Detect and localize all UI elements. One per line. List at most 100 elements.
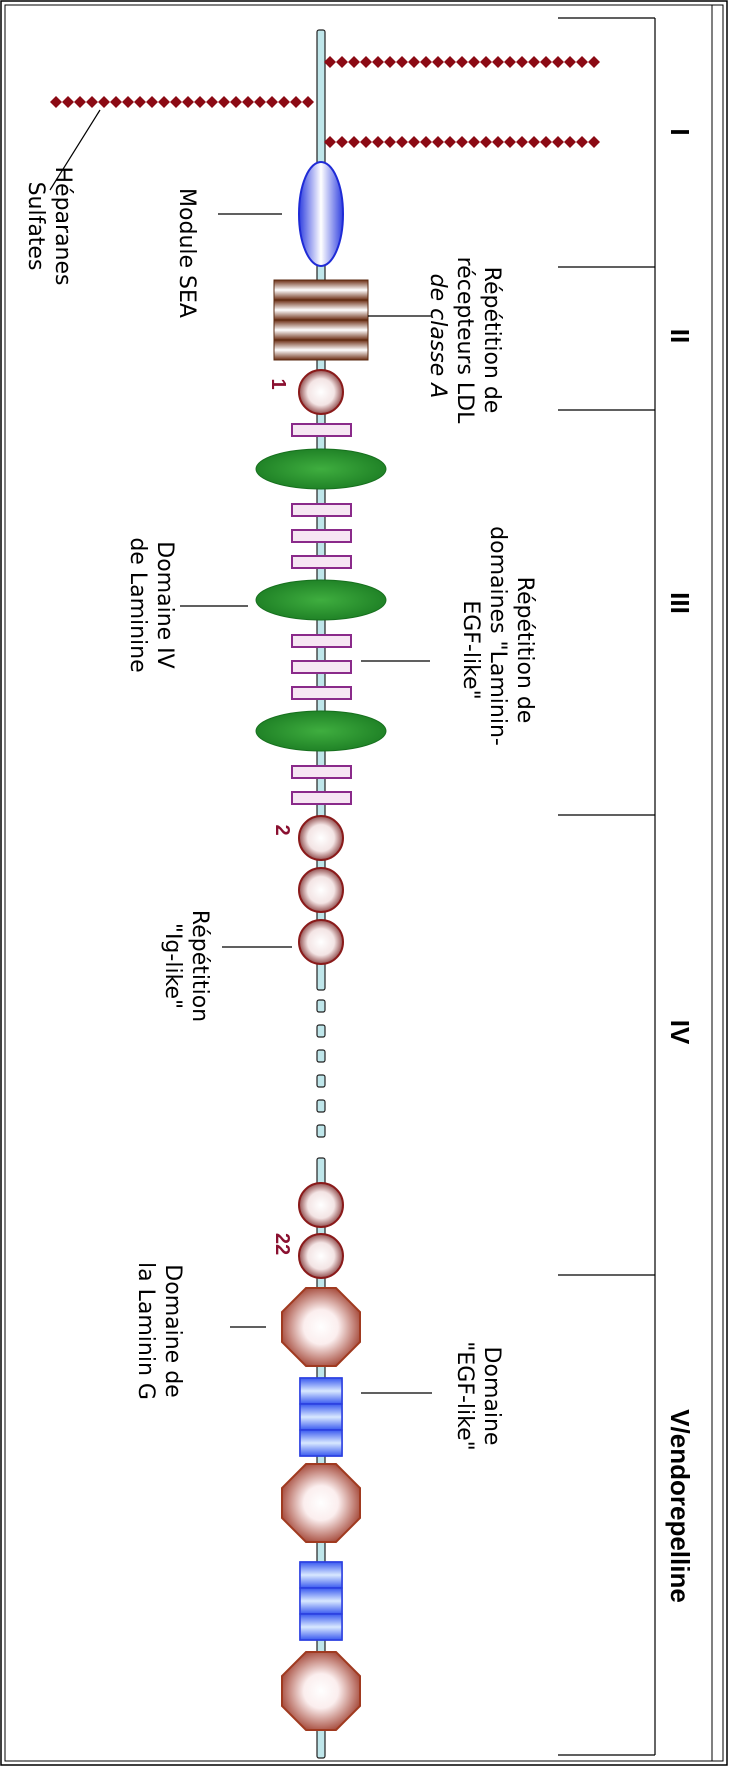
sugar-unit (134, 96, 146, 108)
laminin-egf-bars (291, 423, 352, 805)
heparan-sulfate-chains (50, 56, 600, 148)
inner-frame (4, 4, 724, 1762)
sugar-unit (468, 136, 480, 148)
axis-dashes (316, 999, 326, 1138)
sugar-unit (62, 96, 74, 108)
svg-text:Répétition de: Répétition de (479, 267, 504, 414)
sugar-unit (576, 56, 588, 68)
sugar-unit (122, 96, 134, 108)
sugar-unit (408, 136, 420, 148)
sugar-unit (110, 96, 122, 108)
sugar-unit (504, 136, 516, 148)
svg-text:"Ig-like": "Ig-like" (160, 923, 185, 1009)
leader-lines (49, 109, 432, 1394)
sugar-unit (230, 96, 242, 108)
svg-text:de Laminine: de Laminine (125, 537, 150, 672)
ig-domain-2 (298, 815, 344, 861)
sugar-unit (266, 96, 278, 108)
sugar-unit (564, 136, 576, 148)
sugar-unit (588, 56, 600, 68)
label-sea: Module SEA (174, 188, 199, 318)
label-laminin-egf: Répétition de domaines "Laminin- EGF-lik… (458, 526, 537, 746)
sugar-unit (444, 56, 456, 68)
sugar-unit (86, 96, 98, 108)
sugar-unit (504, 56, 516, 68)
label-ig-like: Répétition "Ig-like" (160, 910, 212, 1022)
label-laminin-g: Domaine de la Laminin G (133, 1262, 185, 1400)
sugar-unit (456, 136, 468, 148)
domain-separators (558, 17, 656, 1756)
sugar-unit (348, 56, 360, 68)
sugar-unit (182, 96, 194, 108)
hs-chain-mid-right (324, 136, 600, 148)
sugar-unit (492, 56, 504, 68)
svg-text:la Laminin G: la Laminin G (133, 1262, 158, 1400)
sugar-unit (372, 56, 384, 68)
svg-text:Domaine de: Domaine de (160, 1264, 185, 1397)
svg-text:Répétition: Répétition (187, 910, 212, 1022)
sugar-unit (528, 136, 540, 148)
svg-text:récepteurs LDL: récepteurs LDL (452, 257, 477, 424)
svg-text:Répétition de: Répétition de (512, 577, 537, 724)
domain-label-I: I (665, 128, 695, 135)
sugar-unit (336, 56, 348, 68)
sugar-unit (336, 136, 348, 148)
svg-text:EGF-like": EGF-like" (458, 600, 483, 699)
sugar-unit (302, 96, 314, 108)
label-laminin-iv: Domaine IV de Laminine (125, 537, 177, 672)
sugar-unit (324, 136, 336, 148)
hs-chain-top-right (324, 56, 600, 68)
svg-text:de classe A: de classe A (425, 274, 450, 399)
sugar-unit (254, 96, 266, 108)
sugar-unit (360, 56, 372, 68)
sugar-unit (432, 56, 444, 68)
hs-chain-left (50, 96, 314, 108)
sugar-unit (420, 56, 432, 68)
sugar-unit (348, 136, 360, 148)
sugar-unit (218, 96, 230, 108)
ig-number-1: 1 (267, 378, 289, 389)
domain-label-V: V/endorepelline (665, 1409, 695, 1603)
ig-number-22: 22 (271, 1233, 293, 1255)
sugar-unit (98, 96, 110, 108)
sugar-unit (540, 136, 552, 148)
sugar-unit (456, 56, 468, 68)
sugar-unit (552, 136, 564, 148)
domain-label-III: III (665, 592, 695, 614)
ig-like-domains (298, 369, 344, 1279)
sugar-unit (468, 56, 480, 68)
domain-label-IV: IV (665, 1020, 695, 1045)
sugar-unit (384, 136, 396, 148)
label-ldl: Répétition de récepteurs LDL de classe A (425, 257, 504, 424)
sugar-unit (360, 136, 372, 148)
sugar-unit (432, 136, 444, 148)
sugar-unit (206, 96, 218, 108)
sugar-unit (528, 56, 540, 68)
ig-domain-22 (298, 1233, 344, 1279)
svg-text:Domaine: Domaine (479, 1347, 504, 1446)
laminin-g-domains (281, 1287, 361, 1731)
ig-domain-1 (298, 369, 344, 415)
sugar-unit (552, 56, 564, 68)
sugar-unit (396, 56, 408, 68)
sugar-unit (170, 96, 182, 108)
sugar-unit (278, 96, 290, 108)
svg-text:Domaine IV: Domaine IV (152, 541, 177, 668)
sugar-unit (480, 136, 492, 148)
sugar-unit (74, 96, 86, 108)
sugar-unit (540, 56, 552, 68)
sugar-unit (408, 56, 420, 68)
sugar-unit (242, 96, 254, 108)
sugar-unit (50, 96, 62, 108)
svg-text:domaines "Laminin-: domaines "Laminin- (485, 526, 510, 746)
sugar-unit (384, 56, 396, 68)
sugar-unit (480, 56, 492, 68)
ldl-repeats (273, 279, 369, 361)
label-egf-like: Domaine "EGF-like" (452, 1341, 504, 1451)
svg-text:"EGF-like": "EGF-like" (452, 1341, 477, 1451)
sugar-unit (444, 136, 456, 148)
sugar-unit (492, 136, 504, 148)
domain-label-II: II (665, 329, 695, 343)
sea-module (298, 161, 344, 267)
